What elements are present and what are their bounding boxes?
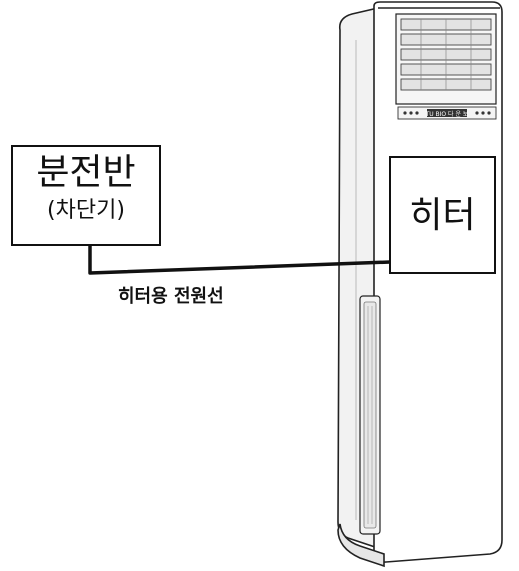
- distribution-panel-box: [11, 145, 161, 246]
- heater-power-cable: [88, 245, 391, 275]
- heater-box: [389, 156, 496, 274]
- heater-label: 히터: [409, 195, 476, 236]
- air-conditioner-unit: [337, 1, 503, 568]
- unit-display-text: TU BIO 다 운 보: [425, 110, 469, 118]
- heater-power-cable-label: 히터용 전원선: [118, 286, 224, 307]
- breaker-label: (차단기): [47, 198, 125, 223]
- distribution-panel-label: 분전반: [36, 152, 136, 193]
- upper-vent-grille: [395, 13, 497, 105]
- display-strip: [397, 106, 497, 120]
- lower-intake-slot: [359, 295, 381, 535]
